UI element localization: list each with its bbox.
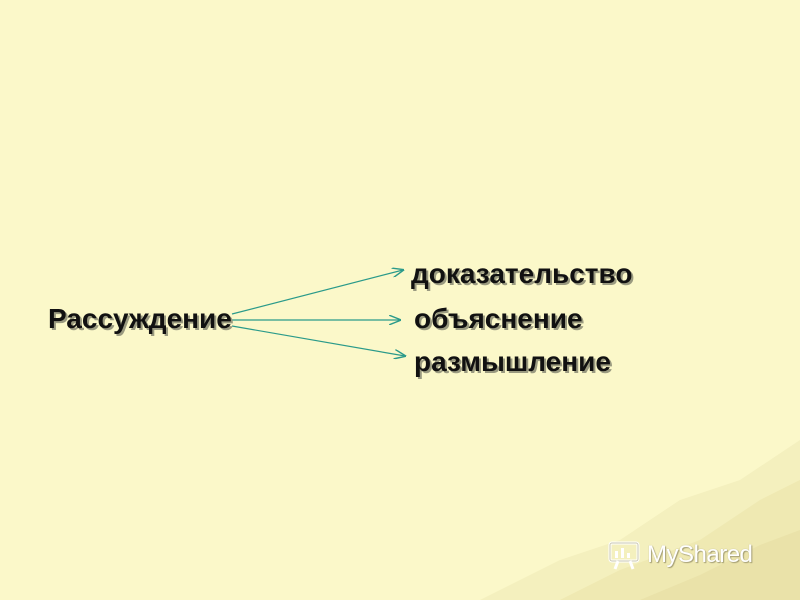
target-term-2: объяснение	[414, 303, 583, 334]
presentation-board-icon	[608, 541, 640, 570]
source-term: Рассуждение	[48, 303, 232, 334]
arrow-to-target-1	[231, 270, 403, 315]
watermark-text: MyShared	[647, 541, 753, 568]
watermark: MyShared	[607, 537, 767, 573]
target-term-3: размышление	[414, 346, 611, 377]
arrow-to-target-3	[231, 325, 405, 356]
target-term-1: доказательство	[411, 258, 633, 289]
